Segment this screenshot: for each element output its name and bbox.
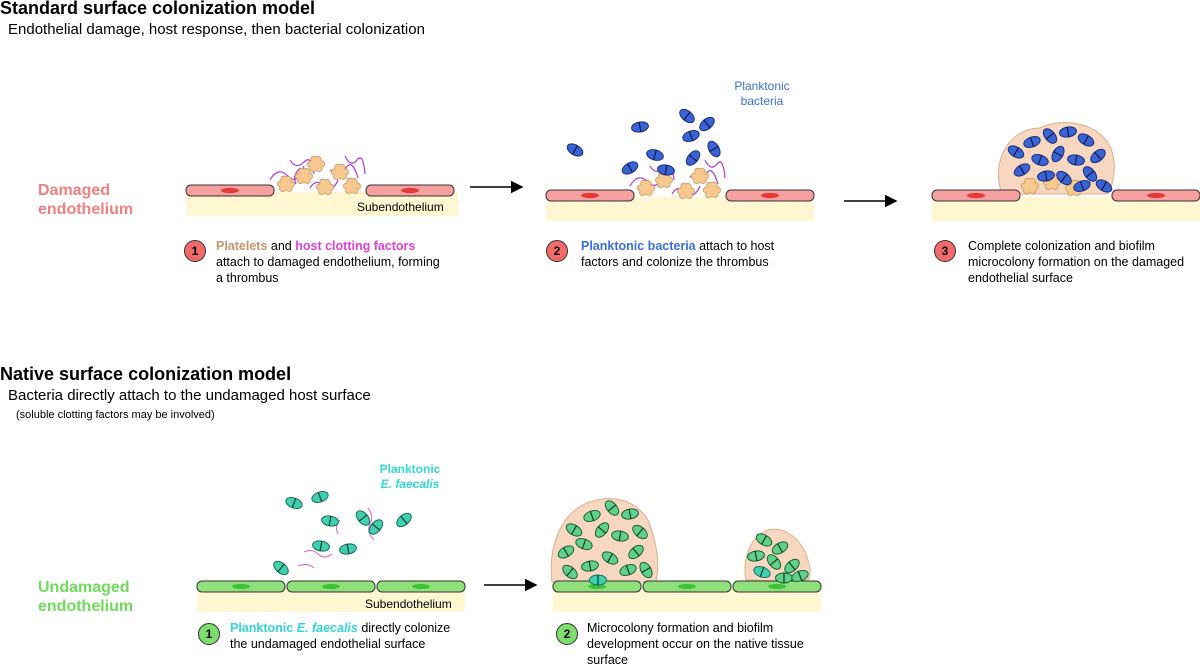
step-badge: 2 [556,623,578,645]
bacterium-icon [564,106,724,178]
step-badge: 2 [546,240,568,262]
subendothelium-label: Subendothelium [357,200,444,214]
native-step-1-caption: Planktonic E. faecalis directly colonize… [230,621,451,651]
step-badge: 1 [184,240,206,262]
step-badge: 3 [934,240,956,262]
endothelial-cell-icon [365,184,455,197]
endothelial-cell-icon [376,580,466,593]
native-title: Native surface colonization model [0,364,292,384]
panel-native-step2 [550,497,822,612]
step-3-caption: Complete colonization and biofilm microc… [968,239,1185,285]
platelet-icon [637,167,721,199]
panel-damaged-step2 [545,106,815,221]
endothelial-cell-icon [286,580,376,593]
endothelial-cell-icon [545,189,635,202]
native-subtitle: Bacteria directly attach to the undamage… [8,387,371,404]
endothelial-cell-icon [931,189,1021,202]
bacterium-icon [270,488,415,578]
endothelial-cell-icon [732,580,822,593]
planktonic-bacteria-label: Planktonic bacteria [734,79,790,108]
damaged-endothelium-label: Damaged endothelium [38,182,134,218]
undamaged-endothelium-label: Undamaged endothelium [38,579,134,615]
step-1-caption: Platelets and host clotting factors atta… [216,239,440,285]
platelet-icon [277,155,361,195]
subendothelium-label-native: Subendothelium [365,597,452,611]
endothelial-cell-icon [642,580,732,593]
panel-native-step1 [196,488,466,612]
endothelial-cell-icon [196,580,286,593]
native-note: (soluble clotting factors may be involve… [16,409,215,421]
step-badge: 1 [198,623,220,645]
native-step-2-caption: Microcolony formation and biofilm develo… [587,621,804,667]
endothelial-cell-icon [1111,189,1200,202]
panel-damaged-step3 [931,122,1200,221]
endothelial-cell-icon [725,189,815,202]
standard-title: Standard surface colonization model [0,0,316,18]
panel-damaged-step1 [185,155,458,216]
endothelial-cell-icon [185,184,275,197]
planktonic-faecalis-label: Planktonic E. faecalis [379,462,441,491]
step-2-caption: Planktonic bacteria attach to host facto… [581,239,775,269]
clotting-fiber-icon [297,507,375,569]
standard-subtitle: Endothelial damage, host response, then … [8,21,425,38]
